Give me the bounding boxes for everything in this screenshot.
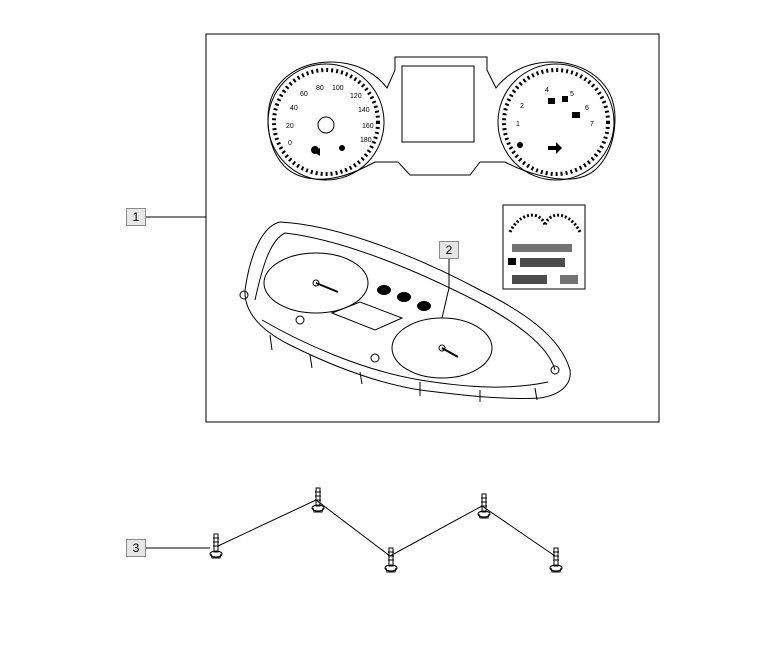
screw-3 (384, 547, 398, 573)
housing-center-screen (330, 301, 404, 331)
svg-text:6: 6 (585, 105, 589, 112)
screw-5 (549, 547, 563, 573)
callout-label-2: 2 (439, 241, 459, 259)
lcd-display (502, 204, 586, 290)
svg-text:40: 40 (290, 105, 298, 112)
svg-text:100: 100 (332, 85, 344, 92)
svg-text:60: 60 (300, 91, 308, 98)
screw-1 (209, 533, 223, 559)
svg-text:120: 120 (350, 93, 362, 100)
svg-text:180: 180 (360, 137, 372, 144)
screw-4 (477, 493, 491, 519)
leader-lines (146, 216, 556, 557)
center-window (401, 65, 475, 143)
svg-text:80: 80 (316, 85, 324, 92)
svg-text:5: 5 (570, 91, 574, 98)
callout-label-3: 3 (126, 539, 146, 557)
callout-label-1: 1 (126, 208, 146, 226)
svg-text:20: 20 (286, 123, 294, 130)
leader-2 (441, 258, 450, 319)
svg-text:7: 7 (590, 121, 594, 128)
svg-text:160: 160 (362, 123, 374, 130)
svg-text:0: 0 (288, 140, 292, 147)
svg-text:4: 4 (545, 87, 549, 94)
speedometer-ring (267, 63, 385, 181)
svg-text:140: 140 (358, 107, 370, 114)
screw-link-line (217, 499, 556, 557)
tachometer-ring (497, 63, 615, 181)
cluster-housing (239, 221, 571, 402)
screw-2 (311, 487, 325, 513)
screws (209, 487, 563, 573)
assembly-frame (205, 33, 660, 423)
housing-left-dial (263, 252, 369, 314)
svg-text:1: 1 (516, 121, 520, 128)
svg-text:2: 2 (520, 103, 524, 110)
